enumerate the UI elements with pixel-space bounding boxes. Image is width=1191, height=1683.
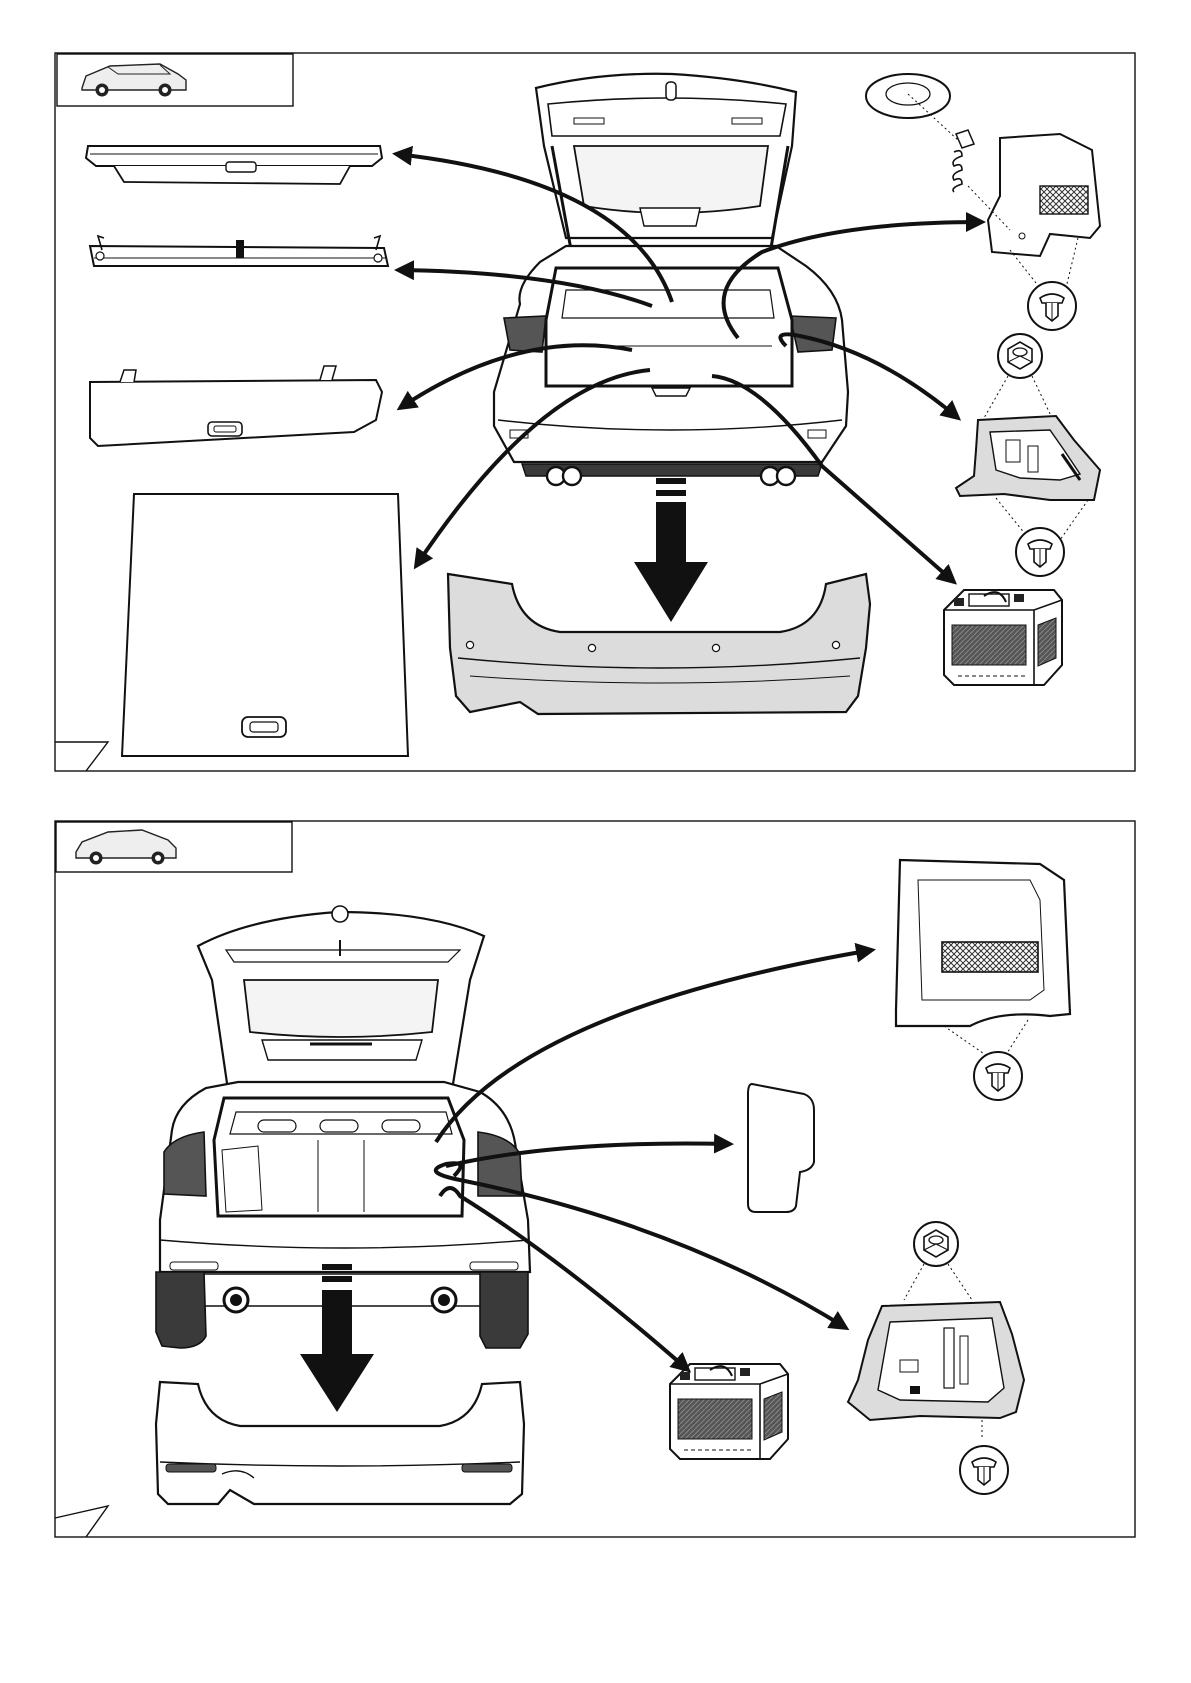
side-trim-panel-with-net <box>968 134 1100 288</box>
station-wagon-side-icon <box>57 54 293 106</box>
tool-tray-with-nut <box>848 1264 1024 1440</box>
expanding-rivet-icon <box>1016 528 1064 576</box>
expanding-rivet-icon <box>974 1052 1022 1100</box>
removal-arrow-down-icon <box>634 478 708 622</box>
luggage-compartment-cover-panel <box>90 366 382 446</box>
cover-plate <box>748 1084 814 1212</box>
hex-nut-icon <box>914 1222 958 1266</box>
battery <box>944 590 1062 685</box>
panel-2-page-corner <box>55 1506 108 1537</box>
panel-1-page-corner <box>55 742 108 771</box>
battery <box>670 1364 788 1459</box>
luggage-compartment-floor-panel <box>122 494 408 756</box>
screw-cap-icon <box>866 74 958 140</box>
panel-2-gran-turismo <box>55 821 1135 1537</box>
partition-net-cassette <box>90 236 388 266</box>
side-trim-panel-with-net <box>896 860 1070 1058</box>
expanding-rivet-icon <box>960 1446 1008 1494</box>
spring-icon <box>953 130 974 192</box>
expanding-rivet-icon <box>1028 282 1076 330</box>
luggage-cover-roller-blind <box>86 146 382 184</box>
panel-1-wagon <box>55 53 1135 771</box>
hex-nut-icon <box>998 334 1042 378</box>
gran-turismo-side-icon <box>56 822 292 872</box>
tool-tray-with-nut <box>956 376 1100 540</box>
